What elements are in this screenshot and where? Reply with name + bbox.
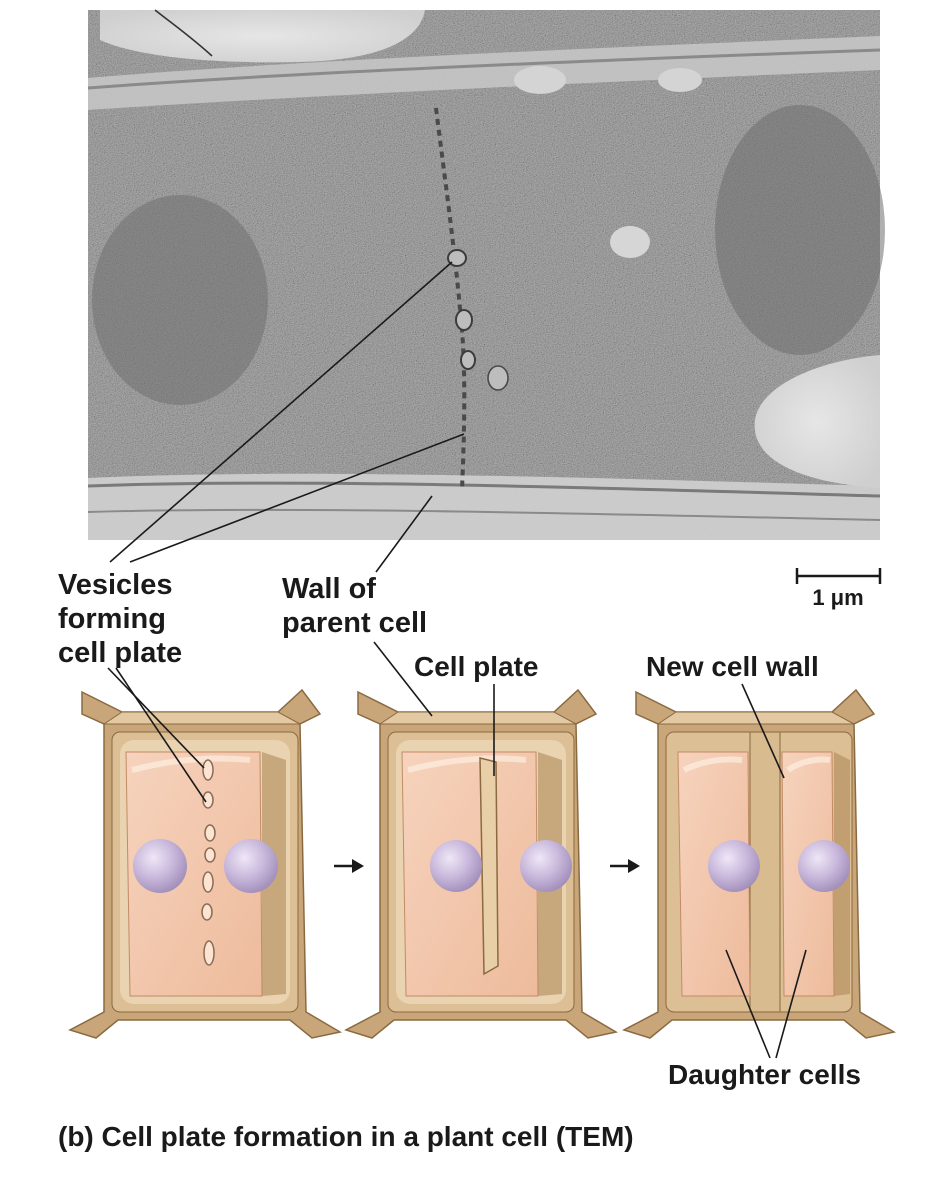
nucleus-right [798, 840, 850, 892]
scale-bar-label: 1 μm [812, 585, 863, 610]
nucleus-left [133, 839, 187, 893]
vesicles [201, 759, 216, 966]
scale-bar: 1 μm [795, 568, 882, 610]
vesicles-line-3: cell plate [58, 637, 182, 669]
tem-micrograph [87, 9, 885, 540]
nucleus-left [430, 840, 482, 892]
vesicles-line-1: Vesicles [58, 569, 173, 601]
nucleus-left [708, 840, 760, 892]
cell-stage-2 [344, 688, 619, 1039]
label-cell-plate: Cell plate [414, 651, 538, 682]
cell-stage-3 [622, 688, 897, 1039]
label-daughter-cells: Daughter cells [668, 1059, 861, 1090]
cell-stage-1 [68, 688, 343, 1039]
leader-lines [109, 261, 465, 573]
vesicles-line-2: forming [58, 603, 166, 635]
wall-line-1: Wall of [282, 573, 376, 605]
wall-line-2: parent cell [282, 607, 427, 639]
nucleus-right [224, 839, 278, 893]
figure-caption: (b) Cell plate formation in a plant cell… [58, 1121, 634, 1152]
right-arrow-icon [610, 859, 640, 873]
vesicle-line [434, 107, 509, 491]
label-vesicles: Vesicles forming cell plate [58, 569, 182, 669]
label-new-cell-wall: New cell wall [646, 651, 819, 682]
cell-plate [479, 757, 499, 976]
label-wall-of-parent-cell: Wall of parent cell [282, 573, 427, 639]
right-arrow-icon [334, 859, 364, 873]
nucleus-right [520, 840, 572, 892]
